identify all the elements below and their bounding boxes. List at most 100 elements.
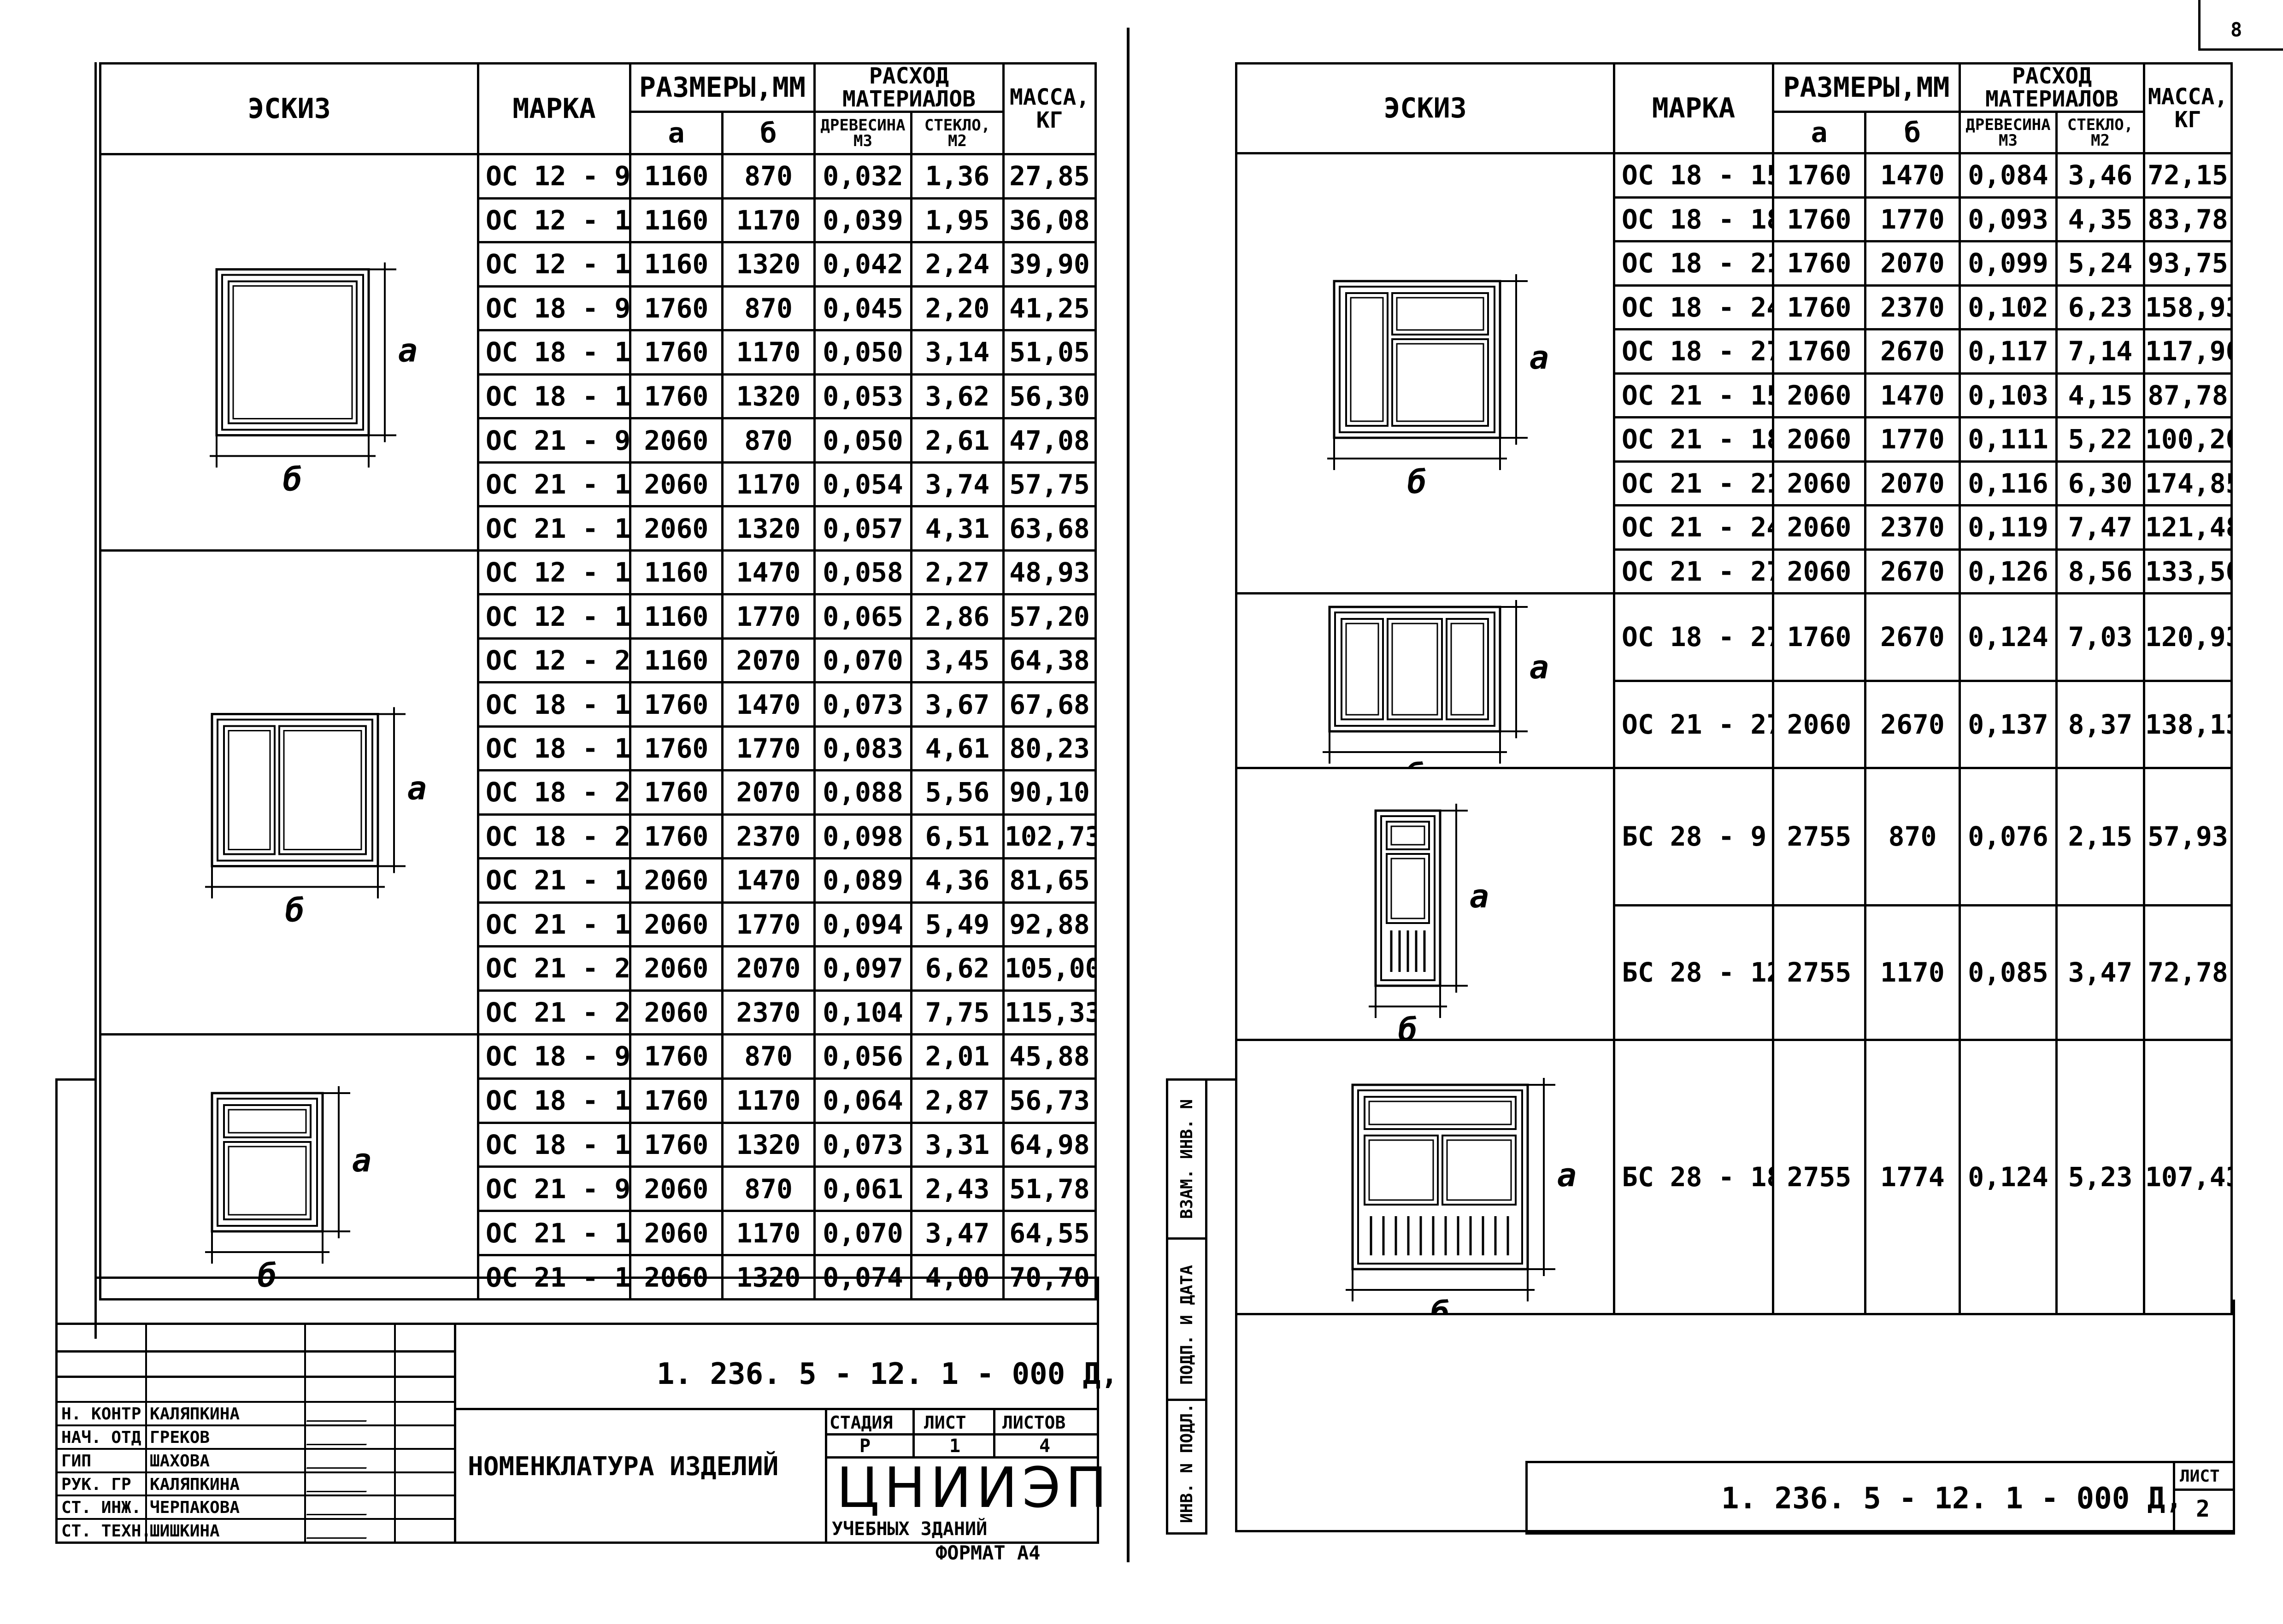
cell-size-a: 2060 (1772, 460, 1866, 506)
cell-mass: 56,30 (1002, 373, 1097, 420)
cell-wood: 0,058 (813, 549, 913, 596)
role-name: ЧЕРПАКОВА (150, 1498, 240, 1518)
cell-size-b: 1170 (1864, 904, 1961, 1041)
cell-mass: 138,13 (2143, 679, 2233, 769)
left-stub-line (55, 1078, 97, 1081)
cell-wood: 0,064 (813, 1077, 913, 1124)
right-bottom-area (1235, 1300, 2235, 1532)
cell-glass: 1,36 (910, 153, 1005, 200)
cell-size-b: 1774 (1864, 1039, 1961, 1315)
cell-wood: 0,054 (813, 461, 913, 508)
cell-glass: 5,49 (910, 901, 1005, 948)
cell-wood: 0,050 (813, 329, 913, 376)
cell-glass: 4,61 (910, 725, 1005, 772)
role-title: РУК. ГР (61, 1475, 131, 1494)
header-size-b: б (721, 111, 816, 155)
left-frame-left (94, 62, 97, 1339)
header-consumption: РАСХОД МАТЕРИАЛОВ (813, 62, 1005, 113)
cell-size-a: 1760 (629, 329, 724, 376)
dim-label-b: б (283, 461, 302, 499)
dim-label-a: a (398, 332, 418, 370)
r-header-sketch: ЭСКИЗ (1235, 62, 1615, 154)
cell-mark: ОС 12 - 9В (477, 153, 631, 200)
dim-label-b: б (1430, 1294, 1450, 1313)
cell-wood: 0,039 (813, 197, 913, 244)
dim-label-a: a (1530, 339, 1549, 377)
role-title: ГИП (61, 1451, 92, 1471)
cell-glass: 3,31 (910, 1121, 1005, 1168)
window-sketch: aб (210, 262, 418, 499)
header-sizes: РАЗМЕРЫ,ММ (629, 62, 816, 113)
cell-size-a: 1760 (1772, 240, 1866, 287)
cell-glass: 6,51 (910, 813, 1005, 860)
cell-size-a: 2060 (1772, 416, 1866, 463)
cell-mass: 72,15 (2143, 152, 2233, 199)
r-header-size-b: б (1864, 111, 1961, 154)
r-header-size-a: a (1772, 111, 1866, 154)
cell-wood: 0,126 (1959, 548, 2058, 594)
r-header-sizes: РАЗМЕРЫ,ММ (1771, 62, 1961, 113)
window-sketch: aб (1327, 274, 1549, 501)
signature-mark (306, 1408, 371, 1422)
org-logo: ЦНИИЭП (836, 1456, 1112, 1520)
cell-wood: 0,065 (813, 593, 913, 640)
cell-mass: 92,88 (1002, 901, 1097, 948)
cell-mark: ОС 18 - 12В (477, 1077, 631, 1124)
cell-mark: ОС 12 - 13,5В (477, 241, 631, 288)
cell-size-a: 1160 (629, 153, 724, 200)
cell-mark: ОС 21 - 12Г (477, 461, 631, 508)
cell-glass: 4,31 (910, 505, 1005, 552)
side-sign-date: ПОДП. И ДАТА (1177, 1265, 1196, 1385)
side-connector (1203, 1078, 1237, 1081)
cell-size-a: 2060 (629, 1165, 724, 1212)
cell-glass: 2,86 (910, 593, 1005, 640)
cell-mark: ОС 18 - 18В (1613, 196, 1774, 242)
cell-glass: 2,24 (910, 241, 1005, 288)
cell-wood: 0,070 (813, 1210, 913, 1257)
cell-wood: 0,117 (1959, 328, 2058, 375)
cell-mass: 115,33 (1002, 989, 1097, 1036)
cell-glass: 7,14 (2055, 328, 2146, 375)
cell-wood: 0,104 (813, 989, 913, 1036)
dim-label-b: б (285, 892, 305, 930)
cell-glass: 7,03 (2055, 592, 2146, 682)
right-sheet: 8 ЭСКИЗ МАРКА РАЗМЕРЫ,ММ РАСХОД МАТЕРИАЛ… (1138, 0, 2283, 1624)
left-sheet: ЭСКИЗ МАРКА РАЗМЕРЫ,ММ РАСХОД МАТЕРИАЛОВ… (0, 0, 1138, 1624)
cell-mass: 87,78 (2143, 372, 2233, 418)
cell-mark: ОС 18 - 27Г (1613, 592, 1774, 682)
cell-mass: 36,08 (1002, 197, 1097, 244)
cell-size-a: 2060 (629, 945, 724, 992)
cell-mark: ОС 18 - 9Г (477, 285, 631, 332)
r-header-glass: СТЕКЛО,М2 (2055, 111, 2146, 154)
window-sketch-cell: aб (1235, 592, 1615, 769)
cell-wood: 0,119 (1959, 504, 2058, 551)
cell-wood: 0,093 (1959, 196, 2058, 242)
cell-mark: БС 28 - 18 (1613, 1039, 1774, 1315)
cell-mass: 39,90 (1002, 241, 1097, 288)
header-mass: МАССА,КГ (1002, 62, 1097, 155)
cell-size-b: 870 (1864, 767, 1961, 906)
left-table: ЭСКИЗ МАРКА РАЗМЕРЫ,ММ РАСХОД МАТЕРИАЛОВ… (99, 62, 1097, 1300)
cell-size-b: 1320 (721, 505, 816, 552)
cell-size-b: 2670 (1864, 592, 1961, 682)
side-replace-inv: ВЗАМ. ИНВ. N (1177, 1099, 1196, 1219)
cell-mark: БС 28 - 12 (1613, 904, 1774, 1041)
role-title: СТ. ТЕХН. (61, 1522, 152, 1541)
cell-size-b: 870 (721, 153, 816, 200)
header-sketch: ЭСКИЗ (99, 62, 479, 155)
dim-label-b: б (258, 1257, 277, 1294)
window-sketch: aб (205, 1086, 371, 1294)
